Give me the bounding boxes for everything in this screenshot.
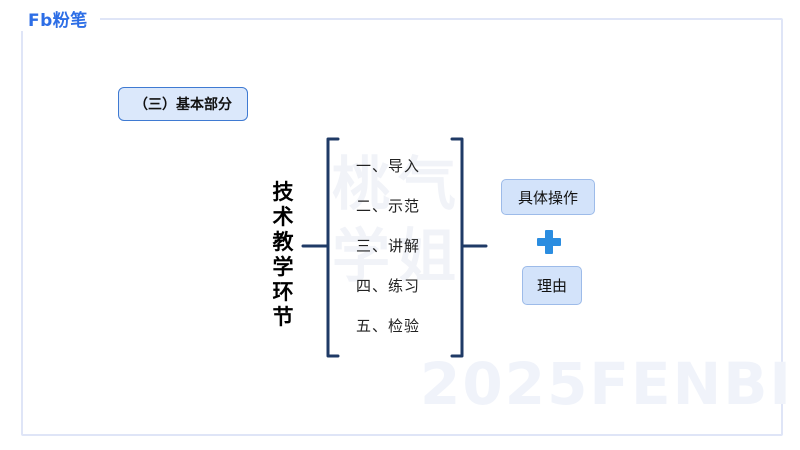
left-bracket [326,137,340,358]
main-title-char: 教 [272,230,294,254]
brand-logo: Fb粉笔 [20,5,100,31]
reason-box: 理由 [522,266,582,305]
step-item: 四、练习 [356,277,421,295]
main-title-char: 技 [272,180,294,204]
step-item: 一、导入 [356,157,421,175]
brand-logo-text: Fb粉笔 [28,10,88,31]
main-title-char: 节 [272,305,294,329]
specific-operation-box: 具体操作 [501,179,595,215]
section-tag: （三）基本部分 [118,87,248,121]
step-item: 五、检验 [356,317,421,335]
main-title: 技 术 教 学 环 节 [268,180,298,330]
slide-frame [21,18,783,436]
right-bracket [450,137,464,358]
main-title-char: 环 [272,280,294,304]
step-item: 三、讲解 [356,237,421,255]
step-item: 二、示范 [356,197,421,215]
main-title-char: 术 [272,205,294,229]
main-title-char: 学 [272,255,294,279]
plus-icon [537,230,561,254]
